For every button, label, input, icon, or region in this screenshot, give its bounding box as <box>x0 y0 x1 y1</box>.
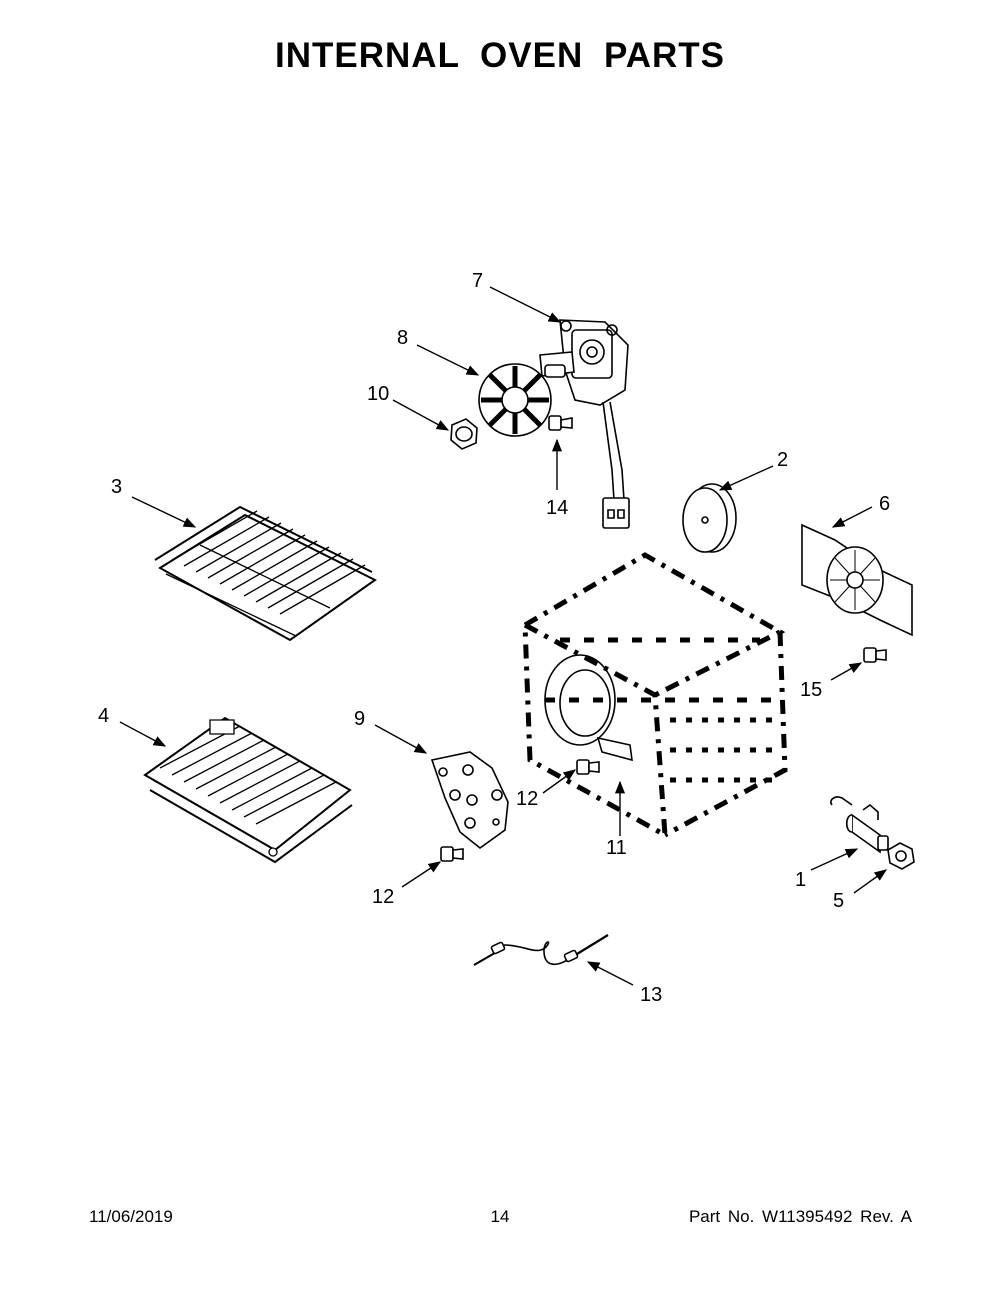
page-title: INTERNAL OVEN PARTS <box>275 36 725 75</box>
callout-8: 8 <box>397 327 408 349</box>
footer-date: 11/06/2019 <box>89 1207 173 1226</box>
callout-6: 6 <box>879 493 890 515</box>
callout-9: 9 <box>354 708 365 730</box>
callout-5: 5 <box>833 890 844 912</box>
oven-cavity-part <box>525 555 785 835</box>
callout-12-right: 12 <box>516 788 538 810</box>
insulation-disc-part <box>683 484 736 552</box>
callout-15: 15 <box>800 679 822 701</box>
meat-probe-part <box>474 935 608 965</box>
callout-labels: 7 8 10 14 2 6 3 4 9 12 12 11 15 1 5 13 <box>98 270 890 1006</box>
plate-screw-part <box>441 847 463 861</box>
fan-nut-part <box>451 419 477 449</box>
footer-part-number: Part No. W11395492 Rev. A <box>688 1207 912 1226</box>
callout-13: 13 <box>640 984 662 1006</box>
cover-screw-part <box>864 648 886 662</box>
callout-14: 14 <box>546 497 568 519</box>
callout-7: 7 <box>472 270 483 292</box>
fan-cover-part <box>802 525 912 635</box>
callout-2: 2 <box>777 449 788 471</box>
callout-1: 1 <box>795 869 806 891</box>
leader-lines <box>119 286 888 986</box>
callout-3: 3 <box>111 476 122 498</box>
callout-10: 10 <box>367 383 389 405</box>
cavity-screw-part <box>577 760 599 774</box>
sensor-element-part <box>831 797 888 852</box>
callout-12-left: 12 <box>372 886 394 908</box>
footer-page-number: 14 <box>490 1207 510 1226</box>
cover-plate-part <box>432 752 508 848</box>
cavity-fan-opening <box>545 655 632 760</box>
motor-screw-part <box>549 416 572 430</box>
callout-4: 4 <box>98 705 109 727</box>
fan-motor-part <box>540 320 629 528</box>
sensor-nut-part <box>888 843 914 869</box>
callout-11: 11 <box>606 837 627 859</box>
fan-blade-part <box>479 364 551 436</box>
roller-rack-part <box>145 718 352 862</box>
oven-rack-part <box>155 507 375 640</box>
